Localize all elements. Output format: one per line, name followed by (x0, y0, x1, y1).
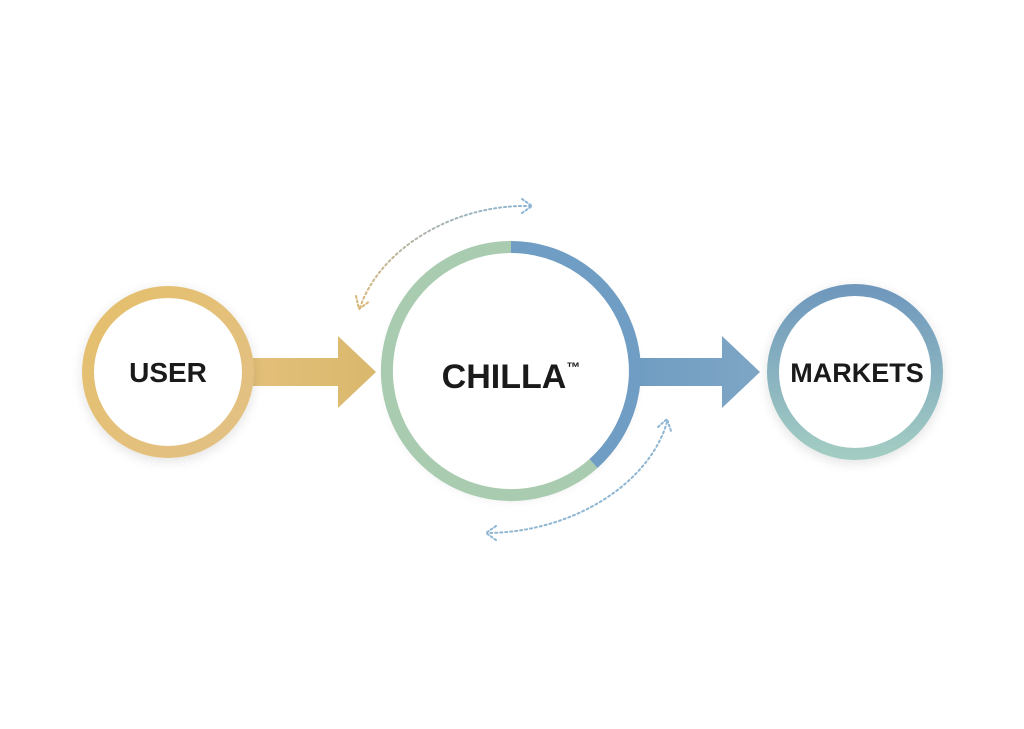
chilla-node-ring-green (380, 241, 598, 501)
chilla-node: CHILLA™ (380, 241, 641, 501)
cycle-arrow-top (355, 198, 534, 311)
cycle-arrow-bottom (484, 417, 672, 541)
cycle-arrow-bottom-line (487, 421, 668, 534)
chilla-to-markets-arrow (628, 336, 760, 408)
chilla-trademark: ™ (566, 359, 580, 375)
user-node-ring (82, 286, 254, 458)
cycle-arrow-bottom-head-left (484, 525, 497, 541)
markets-node: MARKETS (767, 284, 943, 460)
cycle-arrow-top-tail (355, 295, 371, 311)
chilla-node-label: CHILLA™ (442, 358, 581, 396)
chilla-node-ring-blue (510, 241, 641, 468)
chilla-label-text: CHILLA (442, 358, 567, 396)
markets-node-ring (767, 284, 943, 460)
user-node: USER (82, 286, 254, 458)
cycle-arrow-bottom-head-right (657, 417, 672, 432)
markets-node-label: MARKETS (790, 358, 924, 388)
cycle-arrow-top-head (521, 198, 534, 214)
user-to-chilla-arrow (246, 336, 376, 408)
user-node-label: USER (129, 357, 207, 388)
cycle-arrow-top-line (359, 204, 531, 309)
